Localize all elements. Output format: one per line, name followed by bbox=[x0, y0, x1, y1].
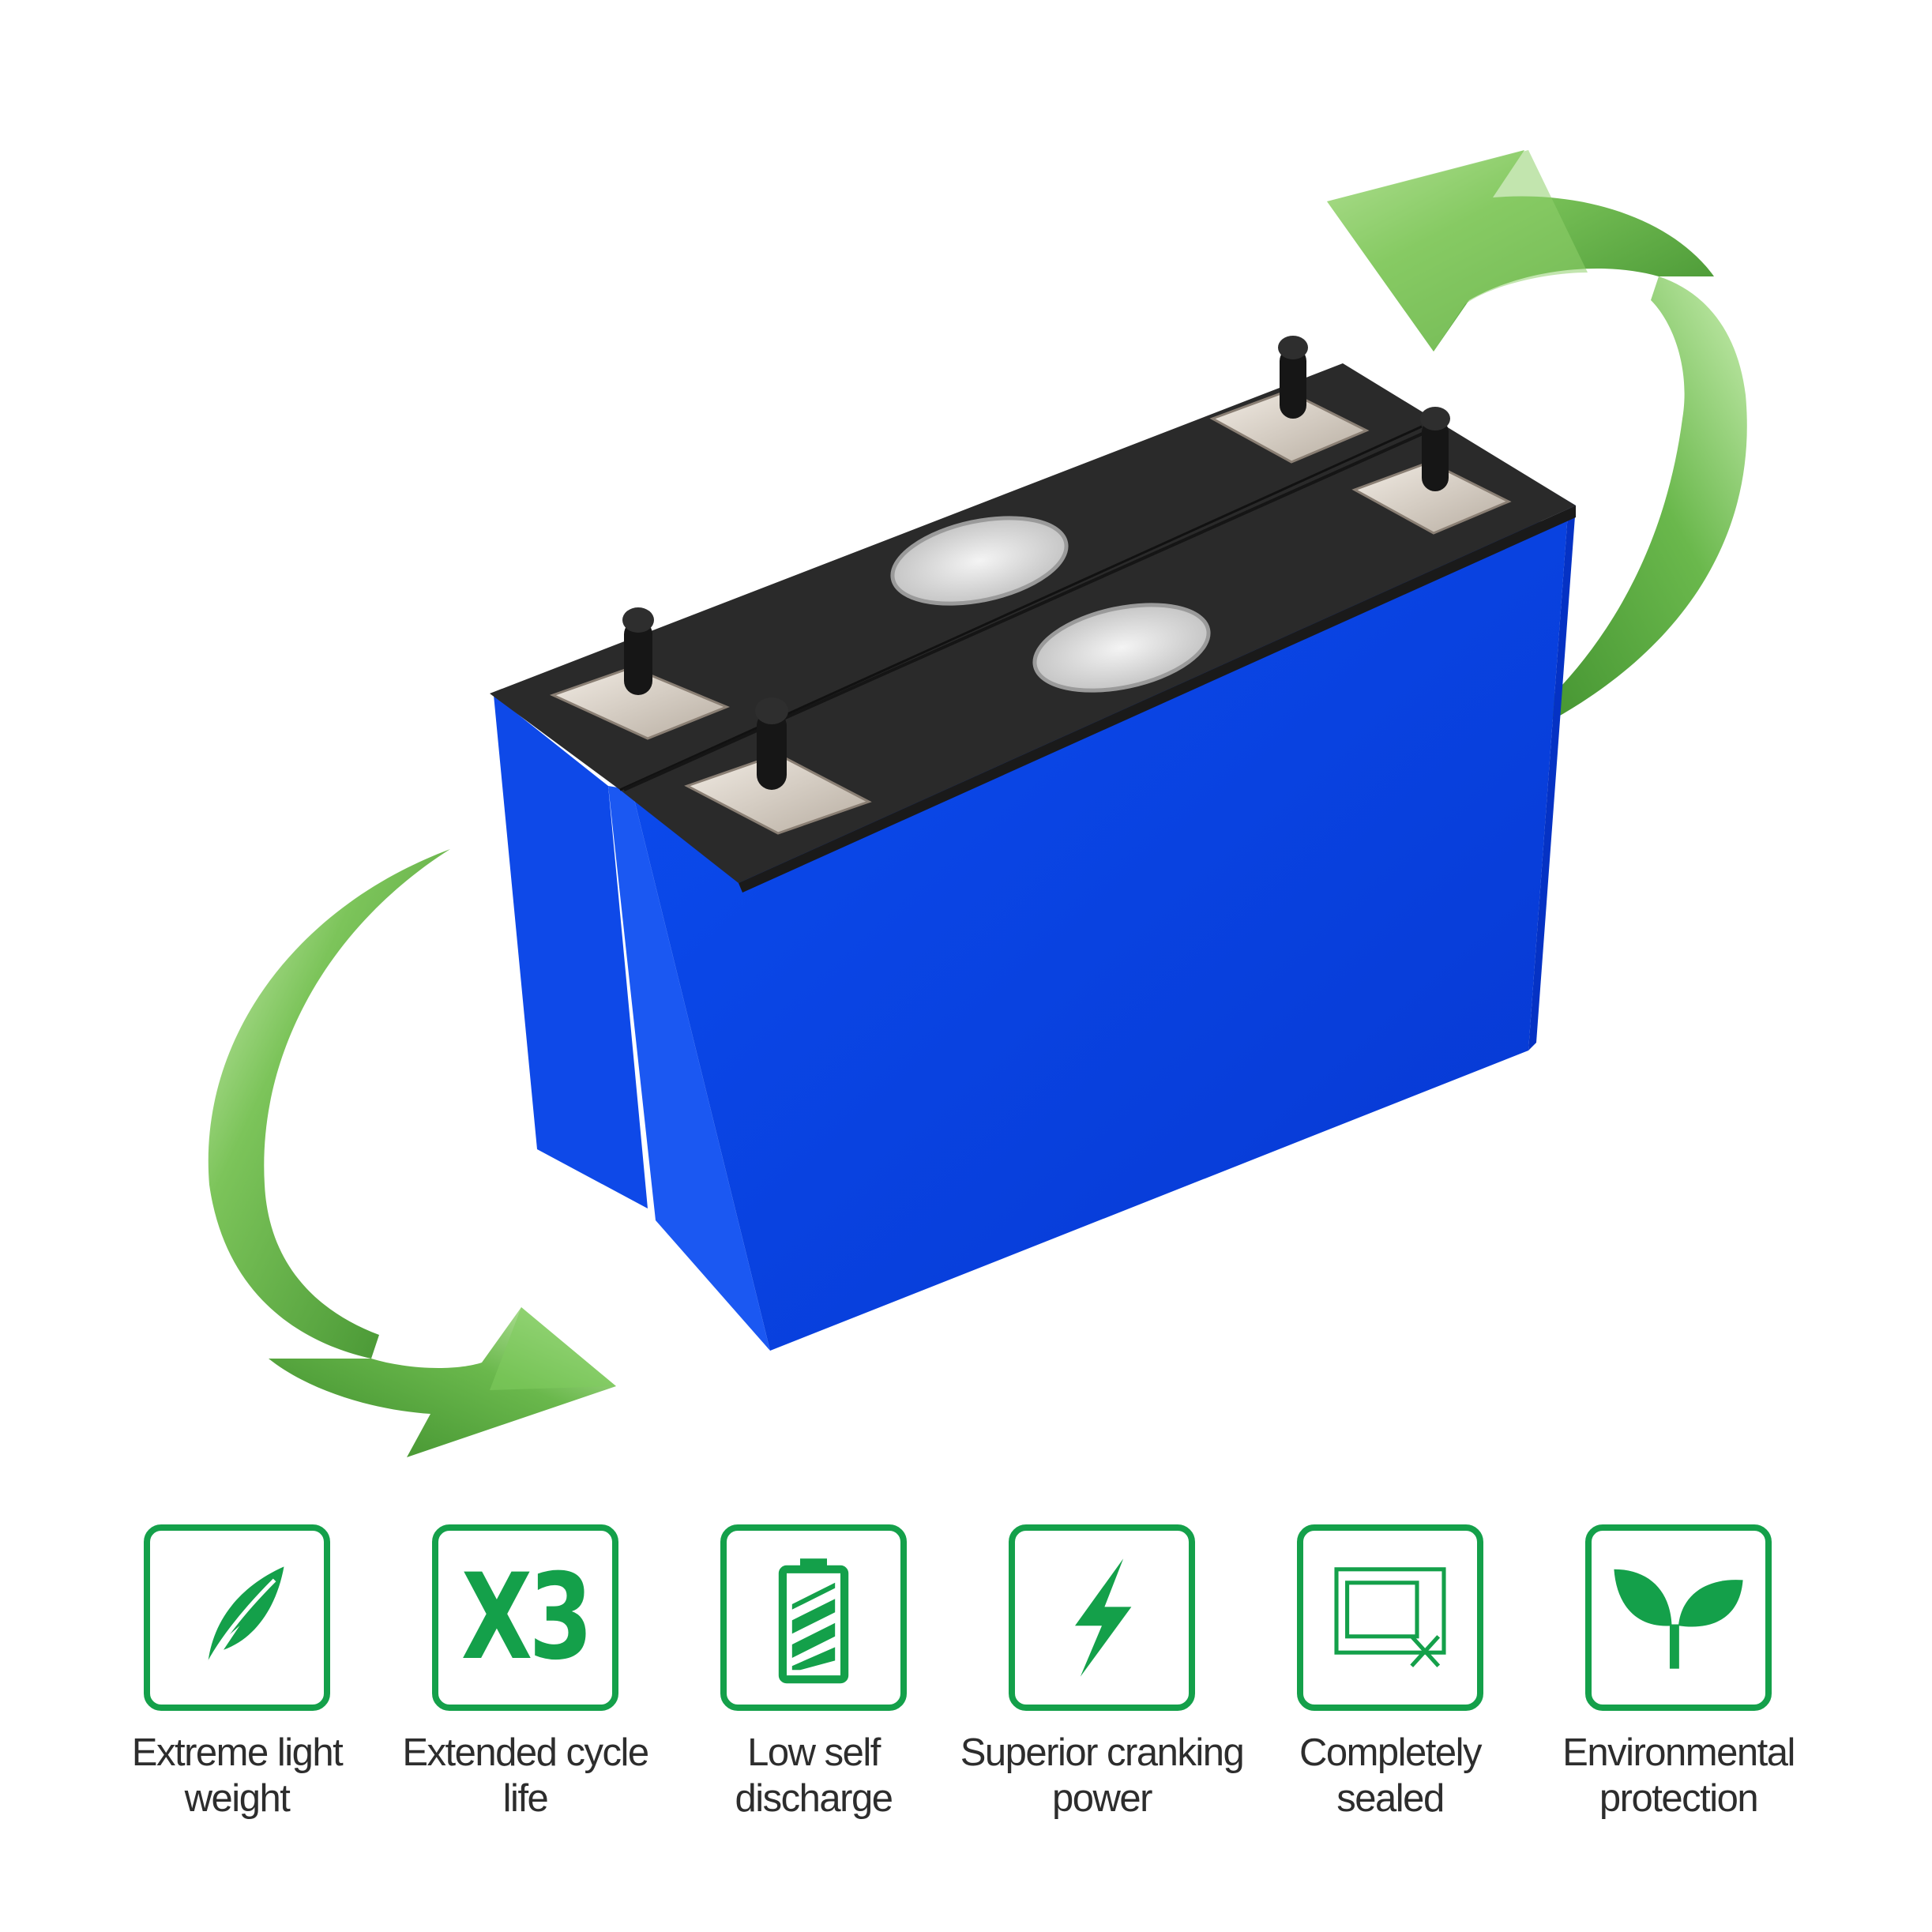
feature-label-line1: Extreme light bbox=[131, 1731, 344, 1774]
feature-icon-box: X3 bbox=[432, 1524, 618, 1711]
feature-label: Extreme light weight bbox=[95, 1730, 379, 1821]
feature-icon-box bbox=[1009, 1524, 1195, 1711]
feature-label: Superior cranking power bbox=[960, 1730, 1245, 1821]
feature-label-line2: protection bbox=[1599, 1777, 1759, 1820]
feature-label: Completely sealed bbox=[1248, 1730, 1532, 1821]
feature-cranking-power: Superior cranking power bbox=[960, 1524, 1245, 1821]
product-hero-illustration bbox=[208, 150, 1747, 1457]
lightning-bolt-icon bbox=[1075, 1558, 1132, 1677]
feature-icon-box bbox=[1585, 1524, 1772, 1711]
feature-extended-cycle: X3 Extended cycle life bbox=[383, 1524, 667, 1821]
features-row: Extreme light weight X3 Extended cycle l… bbox=[0, 1524, 1932, 1864]
feature-label-line2: power bbox=[1052, 1777, 1152, 1820]
feature-icon-box bbox=[720, 1524, 907, 1711]
feature-label-line1: Completely bbox=[1299, 1731, 1483, 1774]
feature-label-line1: Superior cranking bbox=[960, 1731, 1245, 1774]
feather-icon bbox=[201, 1566, 284, 1675]
feature-completely-sealed: Completely sealed bbox=[1248, 1524, 1532, 1821]
feature-icon-box bbox=[1297, 1524, 1483, 1711]
feature-label: Environmental protection bbox=[1536, 1730, 1821, 1821]
battery-icon bbox=[778, 1558, 849, 1684]
circular-arrow-bottom-icon bbox=[208, 849, 616, 1457]
sprout-icon bbox=[1614, 1569, 1743, 1669]
feature-label-line1: Environmental bbox=[1562, 1731, 1795, 1774]
battery-cells bbox=[490, 336, 1576, 1351]
feature-label-line2: weight bbox=[184, 1777, 291, 1820]
feature-label-line2: discharge bbox=[735, 1777, 893, 1820]
feature-environmental-protection: Environmental protection bbox=[1536, 1524, 1821, 1821]
x3-icon: X3 bbox=[460, 1549, 593, 1686]
circular-arrow-top-icon bbox=[1327, 150, 1747, 750]
feature-light-weight: Extreme light weight bbox=[95, 1524, 379, 1821]
feature-low-self-discharge: Low self discharge bbox=[671, 1524, 956, 1821]
feature-label: Extended cycle life bbox=[383, 1730, 667, 1821]
feature-label-line2: life bbox=[502, 1777, 549, 1820]
feature-icon-box bbox=[144, 1524, 330, 1711]
sealed-box-icon bbox=[1334, 1567, 1446, 1667]
feature-label-line1: Extended cycle bbox=[402, 1731, 649, 1774]
feature-label-line1: Low self bbox=[747, 1731, 881, 1774]
feature-label-line2: sealed bbox=[1336, 1777, 1445, 1820]
feature-label: Low self discharge bbox=[671, 1730, 956, 1821]
